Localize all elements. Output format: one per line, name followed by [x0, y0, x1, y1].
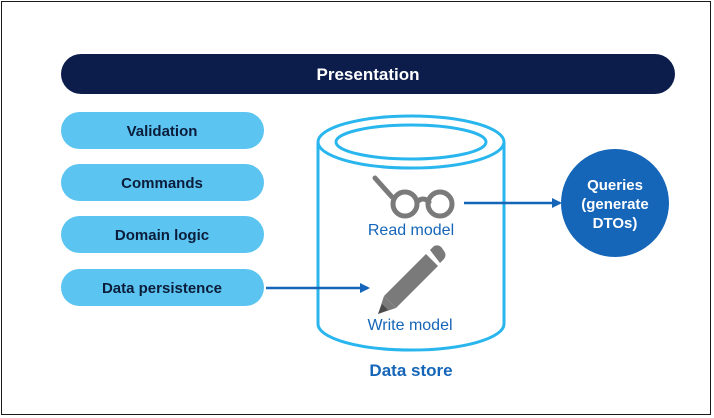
write-model-label: Write model	[367, 317, 452, 334]
layer-commands-label: Commands	[121, 175, 203, 192]
layer-data-persistence-label: Data persistence	[102, 280, 222, 297]
queries-node: Queries (generate DTOs)	[561, 149, 669, 257]
data-store-cylinder	[316, 114, 506, 352]
pencil-icon	[378, 245, 446, 314]
presentation-bar: Presentation	[61, 54, 675, 94]
queries-line-3: DTOs)	[593, 215, 638, 232]
layer-data-persistence: Data persistence	[61, 269, 264, 306]
layer-domain-logic: Domain logic	[61, 216, 264, 253]
layer-commands: Commands	[61, 164, 264, 201]
layer-validation-label: Validation	[127, 123, 198, 140]
presentation-label: Presentation	[317, 65, 420, 84]
data-store-label: Data store	[369, 361, 452, 380]
layer-domain-logic-label: Domain logic	[115, 227, 209, 244]
queries-line-1: Queries	[587, 177, 643, 194]
layer-validation: Validation	[61, 112, 264, 149]
glasses-icon	[372, 175, 455, 219]
read-model-label: Read model	[368, 222, 454, 239]
queries-line-2: (generate	[581, 196, 649, 213]
